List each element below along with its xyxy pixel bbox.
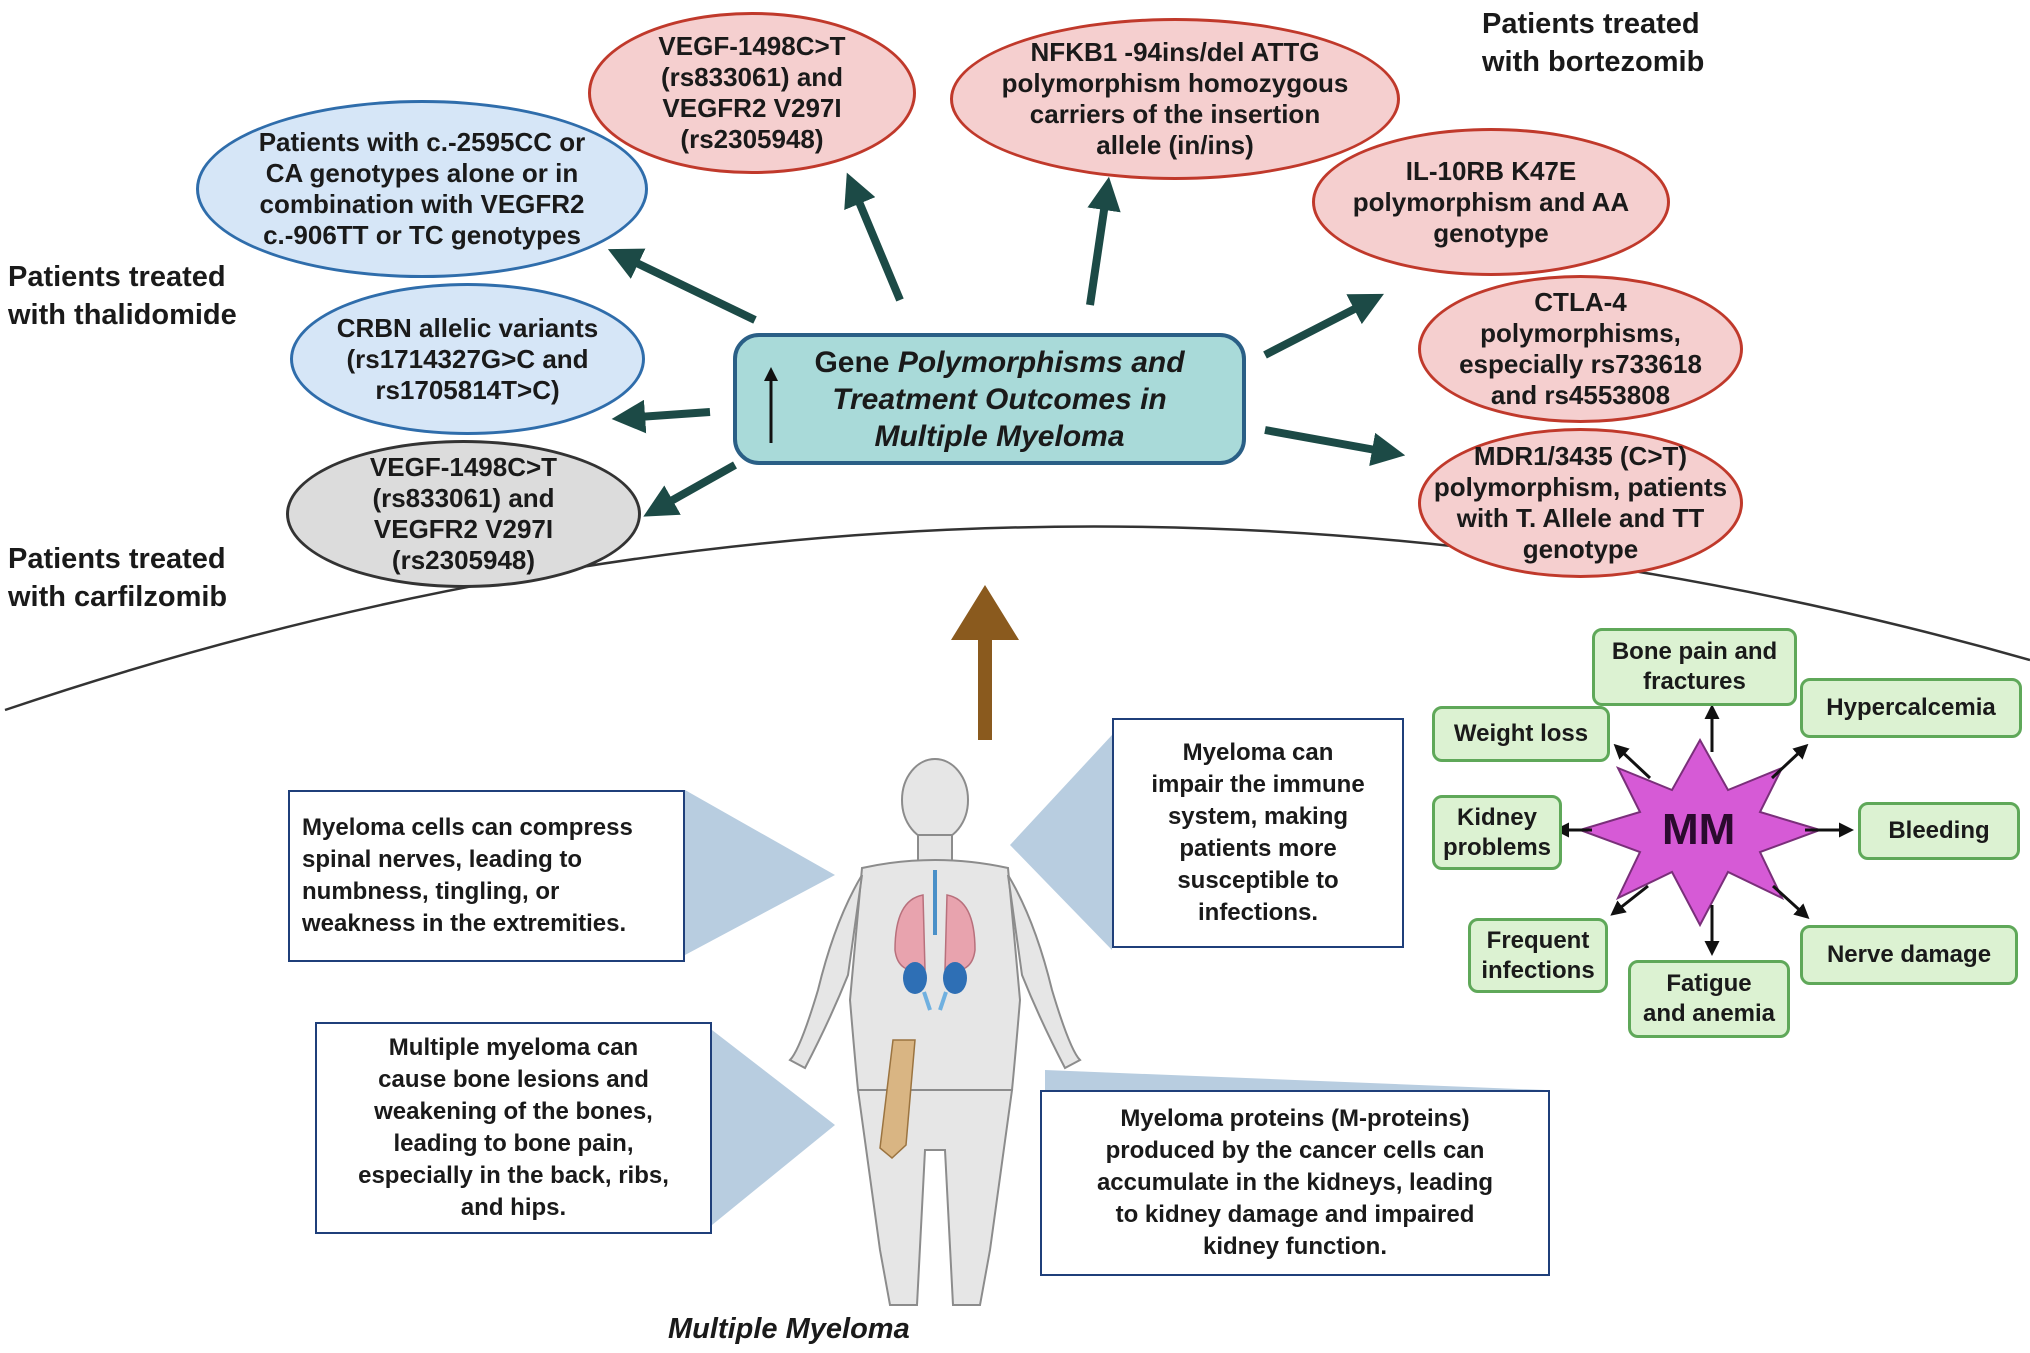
pointer-nerves: [685, 790, 835, 955]
body-to-center-arrow: [951, 585, 1019, 740]
arrow-to-hypercalcemia: [1770, 743, 1809, 780]
polymorphism-ctla4: CTLA-4 polymorphisms, especially rs73361…: [1418, 275, 1743, 423]
callout-pointers: [685, 735, 1545, 1225]
arrow-to-carf-vegf: [643, 461, 737, 517]
figure-head: [901, 758, 969, 842]
arrow-to-thal-crbn: [611, 399, 711, 434]
info-box-bones: Multiple myeloma can cause bone lesions …: [315, 1022, 712, 1234]
mm-label: MM: [1662, 805, 1736, 854]
polymorphism-il10rb: IL-10RB K47E polymorphism and AA genotyp…: [1312, 128, 1670, 276]
arrow-to-nerve: [1771, 884, 1810, 920]
center-title-line-1: Polymorphisms and: [897, 345, 1185, 379]
center-title-line-2: Treatment Outcomes in: [832, 382, 1167, 416]
arrow-to-thal-vegf-combo: [607, 248, 757, 324]
divider-arc: [4, 525, 2030, 712]
polymorphism-nfkb1-text: NFKB1 -94ins/del ATTG polymorphism homoz…: [1001, 37, 1349, 160]
polymorphism-carf-vegf: VEGF-1498C>T (rs833061) and VEGFR2 V297I…: [286, 440, 641, 588]
figure-right-arm: [1007, 874, 1082, 1070]
up-arrow-icon: [764, 367, 778, 443]
info-box-kidneys-text: Myeloma proteins (M-proteins) produced b…: [1096, 1105, 1494, 1260]
polymorphism-carf-vegf-text: VEGF-1498C>T (rs833061) and VEGFR2 V297I…: [369, 452, 558, 575]
group-label-carfilzomib: Patients treated with carfilzomib: [8, 543, 228, 613]
polymorphism-vegf-combo-text: Patients with c.-2595CC or CA genotypes …: [258, 127, 586, 250]
arrow-to-bort-vegf: [844, 172, 904, 302]
group-label-thalidomide: Patients treated with thalidomide: [8, 261, 237, 331]
polymorphism-mdr1: MDR1/3435 (C>T) polymorphism, patients w…: [1418, 428, 1743, 578]
symptom-bone-pain: Bone pain and fractures: [1592, 628, 1797, 706]
ureter-left-icon: [922, 991, 932, 1011]
arrow-to-bort-nfkb1: [1086, 176, 1121, 306]
arrow-to-infections: [1610, 884, 1649, 916]
polymorphism-mdr1-text: MDR1/3435 (C>T) polymorphism, patients w…: [1433, 441, 1728, 564]
polymorphism-crbn: CRBN allelic variants (rs1714327G>C and …: [290, 283, 645, 435]
figure-caption: Multiple Myeloma: [668, 1313, 910, 1345]
mm-star-shape: [1576, 737, 1824, 928]
polymorphism-bort-vegf-text: VEGF-1498C>T (rs833061) and VEGFR2 V297I…: [658, 31, 846, 154]
info-box-nerves-text: Myeloma cells can compress spinal nerves…: [302, 814, 633, 937]
right-kidney-icon: [943, 962, 967, 994]
pointer-kidneys: [1045, 1070, 1545, 1090]
symptom-hypercalcemia: Hypercalcemia: [1800, 678, 2022, 738]
center-title-box: Gene Polymorphisms and Treatment Outcome…: [733, 333, 1246, 465]
arrow-to-weight-loss: [1613, 743, 1652, 780]
symptom-fatigue: Fatigue and anemia: [1628, 960, 1790, 1038]
ureter-right-icon: [938, 991, 948, 1011]
symptom-arrows: [1554, 704, 1854, 956]
pointer-bones: [712, 1030, 835, 1225]
info-box-immune: Myeloma can impair the immune system, ma…: [1112, 718, 1404, 948]
symptom-bleeding: Bleeding: [1858, 802, 2020, 860]
polymorphism-crbn-text: CRBN allelic variants (rs1714327G>C and …: [336, 312, 599, 405]
figure-torso: [848, 859, 1022, 1091]
center-title: Gene Polymorphisms and Treatment Outcome…: [794, 344, 1184, 455]
symptom-infections: Frequent infections: [1468, 918, 1608, 993]
figure-left-arm: [788, 874, 863, 1070]
polymorphism-nfkb1: NFKB1 -94ins/del ATTG polymorphism homoz…: [950, 18, 1400, 180]
center-title-line-3: Multiple Myeloma: [874, 419, 1125, 453]
femur-bone-icon: [879, 1039, 916, 1159]
arrow-to-bort-ctla4: [1263, 293, 1384, 359]
polymorphism-bort-vegf: VEGF-1498C>T (rs833061) and VEGFR2 V297I…: [588, 12, 916, 174]
polymorphism-vegf-combo: Patients with c.-2595CC or CA genotypes …: [196, 100, 648, 278]
polymorphism-ctla4-text: CTLA-4 polymorphisms, especially rs73361…: [1459, 287, 1702, 410]
polymorphism-il10rb-text: IL-10RB K47E polymorphism and AA genotyp…: [1352, 155, 1630, 248]
center-title-prefix: Gene: [814, 345, 898, 379]
info-box-kidneys: Myeloma proteins (M-proteins) produced b…: [1040, 1090, 1550, 1276]
symptom-nerve: Nerve damage: [1800, 925, 2018, 985]
symptom-weight-loss: Weight loss: [1432, 706, 1610, 762]
info-box-bones-text: Multiple myeloma can cause bone lesions …: [358, 1034, 669, 1221]
figure-neck: [917, 834, 953, 864]
arrow-to-bort-mdr1: [1264, 426, 1406, 466]
center-arrows: [607, 172, 1406, 517]
pointer-immune: [1010, 735, 1112, 950]
info-box-nerves: Myeloma cells can compress spinal nerves…: [288, 790, 685, 962]
left-kidney-icon: [903, 962, 927, 994]
group-label-bortezomib: Patients treated with bortezomib: [1482, 8, 1705, 78]
figure-legs: [856, 1089, 1014, 1306]
info-box-immune-text: Myeloma can impair the immune system, ma…: [1151, 739, 1365, 926]
organs: [879, 870, 976, 1159]
symptom-kidney: Kidney problems: [1432, 795, 1562, 870]
